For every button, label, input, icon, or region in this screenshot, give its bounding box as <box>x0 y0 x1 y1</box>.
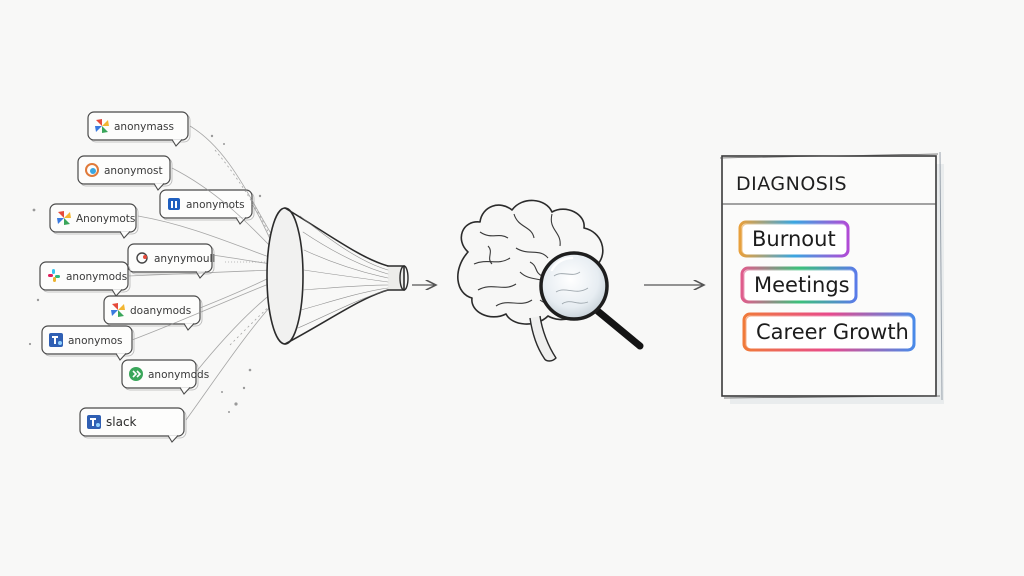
bubble-label: anonymass <box>114 121 174 133</box>
pinwheel-icon <box>111 303 125 317</box>
bubble-label: anonymods <box>148 369 209 381</box>
tag-label: Career Growth <box>756 320 909 344</box>
panel-title: DIAGNOSIS <box>736 173 847 195</box>
diagnosis-tag: Career Growth <box>742 312 916 352</box>
message-bubble: anonymass <box>87 111 191 147</box>
flow-dots <box>28 134 262 413</box>
bubble-label: anonymots <box>186 199 245 211</box>
message-bubble: slack <box>79 407 187 443</box>
message-bubble: anonymost <box>77 155 173 191</box>
message-bubble: anonymods <box>39 261 131 297</box>
message-bubble: anonymods <box>121 359 209 395</box>
blue-square-icon <box>168 198 180 210</box>
funnel-icon <box>266 207 409 345</box>
message-bubble: anonymots <box>159 189 255 225</box>
pinwheel-icon <box>95 119 109 133</box>
bubble-label: Anonymots <box>76 213 135 225</box>
pinwheel-icon <box>57 211 71 225</box>
bubble-label: anonymost <box>104 165 163 177</box>
teams-icon <box>49 333 63 347</box>
message-bubble: doanymods <box>103 295 203 331</box>
green-chevron-icon <box>129 367 143 381</box>
message-bubble: anonymos <box>41 325 135 361</box>
diagnosis-tag: Meetings <box>740 266 858 304</box>
slack-icon <box>48 269 60 282</box>
diagnosis-tag: Burnout <box>738 220 850 258</box>
bubble-label: slack <box>106 415 137 429</box>
circle-icon <box>136 252 148 264</box>
message-bubble: anynymoull <box>127 243 215 279</box>
bubble-label: anonymos <box>68 335 123 347</box>
tag-label: Meetings <box>754 273 850 297</box>
bubble-label: anonymods <box>66 271 127 283</box>
message-bubble: Anonymots <box>49 203 139 239</box>
tag-label: Burnout <box>752 227 836 251</box>
bubble-label: doanymods <box>130 305 191 317</box>
teams-icon <box>87 415 101 429</box>
magnifying-glass-icon <box>539 251 644 350</box>
bubble-label: anynymoull <box>154 253 215 265</box>
swirl-icon <box>85 163 99 177</box>
